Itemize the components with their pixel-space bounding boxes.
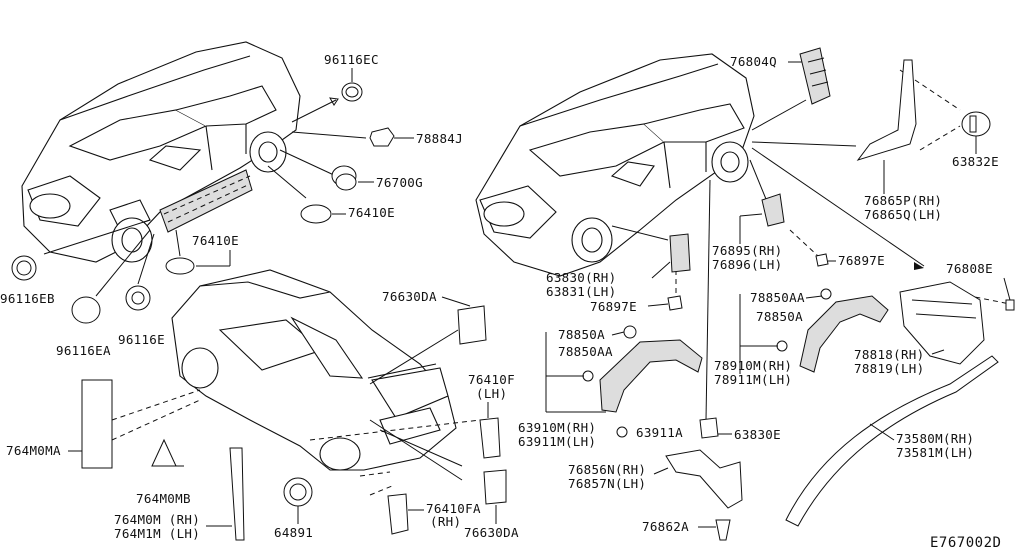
part-63910M: [582, 325, 703, 413]
part-96116EC: [341, 82, 363, 102]
part-76856N: [665, 449, 743, 509]
part-764M0MA: [81, 379, 113, 469]
label-78910M: 78910M(RH): [714, 358, 792, 373]
car-rear-left: [171, 269, 457, 471]
label-96116EC: 96116EC: [324, 52, 379, 67]
part-96116EB: [11, 255, 37, 281]
part-76700G: [331, 165, 357, 191]
part-76410E-a: [300, 204, 332, 224]
label-78884J: 78884J: [416, 131, 463, 146]
part-76897E-a: [667, 295, 683, 311]
label-76410F-side: (LH): [476, 386, 507, 401]
part-76895: [761, 193, 785, 227]
part-764M0MB: [151, 438, 177, 467]
label-78818: 78818(RH): [854, 347, 924, 362]
label-78850A-b: 78850A: [756, 309, 803, 324]
label-73580M: 73580M(RH): [896, 431, 974, 446]
part-76865P: [856, 59, 917, 161]
label-764M0MA: 764M0MA: [6, 443, 61, 458]
label-78819: 78819(LH): [854, 361, 924, 376]
label-layer: 96116EC 78884J 76700G 76410E 76410E 9611…: [0, 52, 1011, 551]
label-76865Q: 76865Q(LH): [864, 207, 942, 222]
label-76808E: 76808E: [946, 261, 993, 276]
label-76897E-b: 76897E: [838, 253, 885, 268]
part-78884J: [369, 127, 395, 147]
label-76410FA-side: (RH): [430, 514, 461, 529]
label-76410E-a: 76410E: [348, 205, 395, 220]
part-76630DA-b: [483, 469, 507, 505]
label-76410FA: 76410FA: [426, 501, 481, 516]
car-right: [475, 53, 755, 277]
label-63830E: 63830E: [734, 427, 781, 442]
label-63911A: 63911A: [636, 425, 683, 440]
label-73581M: 73581M(LH): [896, 445, 974, 460]
label-76895: 76895(RH): [712, 243, 782, 258]
part-96116EA: [71, 296, 101, 324]
part-63832E: [961, 111, 991, 137]
label-63910M: 63910M(RH): [518, 420, 596, 435]
part-63830E: [699, 417, 719, 439]
label-76856N: 76856N(RH): [568, 462, 646, 477]
label-76857N: 76857N(LH): [568, 476, 646, 491]
callouts-left-bottom: [111, 329, 481, 496]
label-764M0M: 764M0M (RH): [114, 512, 200, 527]
callouts-left-top: [43, 97, 367, 297]
label-76897E-a: 76897E: [590, 299, 637, 314]
label-76630DA-a: 76630DA: [382, 289, 437, 304]
part-76410FA: [387, 493, 409, 535]
label-76410F: 76410F: [468, 372, 515, 387]
label-76700G: 76700G: [376, 175, 423, 190]
label-78911M: 78911M(LH): [714, 372, 792, 387]
part-63830: [669, 233, 691, 273]
label-96116EB: 96116EB: [0, 291, 55, 306]
label-764M1M: 764M1M (LH): [114, 526, 200, 541]
label-76862A: 76862A: [642, 519, 689, 534]
part-96116E: [125, 285, 151, 311]
car-front-left: [21, 41, 301, 263]
label-78850AA-b: 78850AA: [750, 290, 805, 305]
part-76897E-b: [815, 253, 829, 267]
label-96116EA: 96116EA: [56, 343, 111, 358]
part-73580M: [785, 355, 999, 527]
label-76410E-b: 76410E: [192, 233, 239, 248]
part-76410F: [479, 417, 501, 459]
part-64891: [283, 477, 313, 507]
part-76410E-b: [165, 257, 195, 275]
label-78850A-a: 78850A: [558, 327, 605, 342]
label-63911M: 63911M(LH): [518, 434, 596, 449]
part-76808E: [899, 281, 1015, 365]
part-78910M: [776, 288, 889, 373]
label-96116E: 96116E: [118, 332, 165, 347]
label-63832E: 63832E: [952, 154, 999, 169]
label-78850AA-a: 78850AA: [558, 344, 613, 359]
part-76630DA-a: [457, 305, 487, 345]
label-76804Q: 76804Q: [730, 54, 777, 69]
label-764M0MB: 764M0MB: [136, 491, 191, 506]
part-764M0M: [229, 447, 245, 541]
label-76896: 76896(LH): [712, 257, 782, 272]
arrow-to-76808E: [914, 262, 924, 270]
label-76865P: 76865P(RH): [864, 193, 942, 208]
part-76862A: [715, 519, 731, 541]
label-63830: 63830(RH): [546, 270, 616, 285]
part-76804Q: [799, 47, 831, 105]
label-64891: 64891: [274, 525, 313, 540]
diagram-id: E767002D: [930, 535, 1001, 551]
label-63831: 63831(LH): [546, 284, 616, 299]
part-63911A: [616, 426, 628, 438]
label-76630DA-b: 76630DA: [464, 525, 519, 540]
